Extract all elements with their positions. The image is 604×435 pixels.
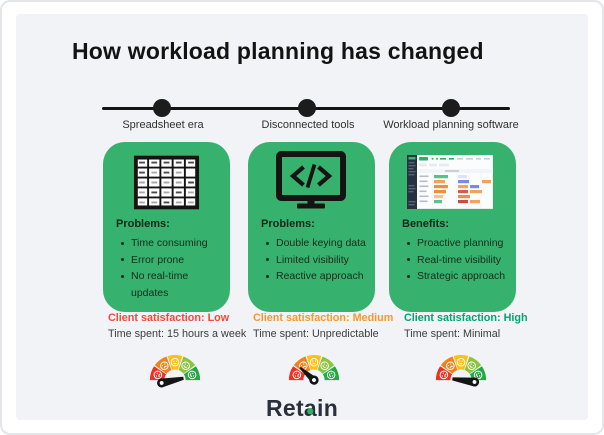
satisfaction-block: Client satisfaction: High Time spent: Mi… xyxy=(404,312,554,340)
satisfaction-label: Client satisfaction: High xyxy=(404,312,528,324)
time-spent-label: Time spent: 15 hours a week xyxy=(108,327,247,340)
list-item: Time consuming xyxy=(116,235,225,252)
card-list: Proactive planning Real-time visibility … xyxy=(402,235,511,285)
era-card-spreadsheet: Problems: Time consuming Error prone No … xyxy=(103,142,230,312)
satisfaction-block: Client satisfaction: Low Time spent: 15 … xyxy=(108,312,258,340)
software-screenshot xyxy=(407,155,493,209)
list-item: Limited visibility xyxy=(261,252,370,269)
card-list: Double keying data Limited visibility Re… xyxy=(261,235,370,285)
list-item: Real-time visibility xyxy=(402,252,511,269)
satisfaction-gauge-icon-low xyxy=(146,347,204,389)
list-item: Error prone xyxy=(116,252,225,269)
logo-text-post: in xyxy=(317,395,339,421)
card-heading: Problems: xyxy=(116,218,170,230)
spreadsheet-grid-icon xyxy=(133,155,200,210)
list-item: Double keying data xyxy=(261,235,370,252)
page-title: How workload planning has changed xyxy=(72,38,484,64)
timeline-dot xyxy=(442,99,460,117)
code-monitor-icon xyxy=(276,151,346,209)
time-spent-label: Time spent: Unpredictable xyxy=(253,327,379,340)
timeline-dot xyxy=(153,99,171,117)
satisfaction-block: Client satisfaction: Medium Time spent: … xyxy=(253,312,403,340)
timeline-stage-label: Disconnected tools xyxy=(261,119,355,131)
era-card-disconnected-tools: Problems: Double keying data Limited vis… xyxy=(248,142,375,312)
retain-logo: Retain xyxy=(0,395,604,422)
list-item: No real-time updates xyxy=(116,268,225,301)
list-item: Reactive approach xyxy=(261,268,370,285)
logo-text-pre: Ret xyxy=(265,395,304,421)
logo-letter-a: a xyxy=(304,395,317,422)
timeline-dot xyxy=(298,99,316,117)
timeline-stage-label: Spreadsheet era xyxy=(122,119,204,131)
time-spent-label: Time spent: Minimal xyxy=(404,327,501,340)
satisfaction-gauge-icon-high xyxy=(432,347,490,390)
card-heading: Problems: xyxy=(261,218,315,230)
era-card-software: Benefits: Proactive planning Real-time v… xyxy=(389,142,516,312)
card-heading: Benefits: xyxy=(402,218,450,230)
logo-dot xyxy=(307,408,314,414)
satisfaction-label: Client satisfaction: Medium xyxy=(253,312,394,324)
card-list: Time consuming Error prone No real-time … xyxy=(116,235,225,301)
satisfaction-gauge-icon-medium xyxy=(285,347,343,390)
satisfaction-label: Client satisfaction: Low xyxy=(108,312,230,324)
timeline-stage-label: Workload planning software xyxy=(383,119,519,131)
list-item: Strategic approach xyxy=(402,268,511,285)
list-item: Proactive planning xyxy=(402,235,511,252)
